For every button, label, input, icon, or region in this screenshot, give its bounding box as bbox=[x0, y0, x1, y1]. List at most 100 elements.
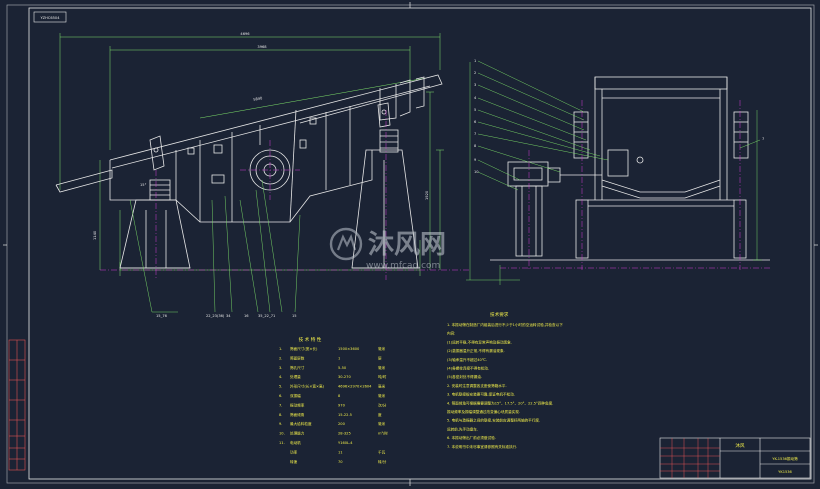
front-callout-4: 35_22_71 bbox=[258, 314, 275, 318]
spec-row-number: 1. bbox=[279, 347, 282, 351]
spec-row-value: 970 bbox=[338, 403, 346, 407]
spec-row-number: 5. bbox=[279, 385, 282, 389]
spec-row-name: 外形尺寸(长×宽×高) bbox=[290, 384, 325, 389]
side-callout-7: 7 bbox=[474, 132, 476, 136]
spec-row-name: 筛面层数 bbox=[290, 355, 305, 360]
front-callout-3: 34 bbox=[226, 314, 231, 318]
tech-requirement-line: 内容: bbox=[447, 331, 455, 336]
spec-row-unit: 毫米 bbox=[378, 421, 386, 426]
front-view: 4696 3968 5840 15° 1140 1920 bbox=[55, 32, 470, 318]
tech-requirement-line: (4)各螺栓连接不得有松动. bbox=[447, 366, 489, 371]
spec-row-unit: 毫米 bbox=[378, 384, 386, 389]
spec-row-name: 处理能力 bbox=[290, 431, 305, 436]
left-revision-strip bbox=[8, 339, 26, 471]
dim-overall-length: 4696 bbox=[240, 32, 250, 36]
front-callout-1: 15_76 bbox=[156, 314, 168, 318]
dim-incline-angle: 15° bbox=[140, 183, 147, 187]
stamp-code-text: YZHC6504 bbox=[40, 16, 60, 20]
tech-requirement-line: 7. 本说明书中未尽事宜请参照有关标准执行. bbox=[447, 444, 517, 449]
spec-row-name: 双振幅 bbox=[290, 393, 301, 398]
spec-row-value: 11 bbox=[338, 450, 343, 454]
spec-row-value: 1 bbox=[338, 356, 340, 360]
tech-requirements: 技术要求 1. 本振动筛在制造厂内组装后进行不少于1小时的空运转试验,并检查以下… bbox=[447, 311, 563, 449]
front-view-centerlines bbox=[100, 110, 470, 280]
tech-requirement-line: 2. 安装时注意调整各支座使筛箱水平. bbox=[447, 383, 507, 388]
spec-row-name: 最大给料粒度 bbox=[290, 421, 312, 426]
spec-row-value: 28-325 bbox=[338, 432, 351, 436]
tech-requirement-line: 5. 电机与激振器之间的联接,安装前应调整好两轴的平行度. bbox=[447, 418, 540, 423]
watermark-logo-icon bbox=[329, 227, 363, 261]
tech-requirement-line: (5)各密封处不得漏油. bbox=[447, 374, 482, 379]
side-callout-right: 7 bbox=[762, 137, 764, 141]
side-callout-1: 1 bbox=[474, 59, 476, 63]
tech-requirement-line: 4. 筛面倾角可根据需要调整为15°、17.5°、20°、22.5°四种角度. bbox=[447, 400, 553, 405]
title-block-company: 沐风 bbox=[735, 442, 745, 449]
side-callout-8: 8 bbox=[474, 144, 477, 148]
front-callout-6: 15 bbox=[292, 314, 297, 318]
spec-row-unit: 度 bbox=[378, 412, 382, 417]
dim-left-height: 1140 bbox=[93, 230, 97, 240]
spec-row-number: 8. bbox=[279, 413, 282, 417]
side-callout-9: 9 bbox=[474, 158, 477, 162]
spec-row-value: 15-22.5 bbox=[338, 413, 352, 417]
spec-row-value: 200 bbox=[338, 422, 346, 426]
tech-requirement-line: (2)激振器温升正常,不得有漏油现象. bbox=[447, 348, 505, 353]
spec-row-value: 30-270 bbox=[338, 375, 351, 379]
spec-row-unit: m³/时 bbox=[378, 431, 388, 436]
spec-row-unit: 次/分 bbox=[378, 402, 387, 407]
side-view: 1 2 3 4 5 6 7 8 9 10 7 bbox=[466, 59, 770, 285]
spec-row-name: 处理量 bbox=[290, 374, 301, 379]
side-view-centerlines bbox=[500, 100, 770, 270]
spec-row-unit: 千瓦 bbox=[378, 449, 386, 454]
spec-row-unit: 转/分 bbox=[378, 459, 387, 464]
spec-row-number: 9. bbox=[279, 422, 282, 426]
dim-right-height: 1920 bbox=[425, 190, 429, 200]
spec-row-name: 功率 bbox=[290, 449, 298, 454]
spec-row-name: 筛面尺寸(宽×长) bbox=[290, 346, 318, 351]
tech-requirement-line: 振动频率及振幅调整通过改变偏心块质量实现. bbox=[447, 409, 520, 414]
spec-row-name: 筛面倾角 bbox=[290, 412, 305, 417]
spec-row-number: 2. bbox=[279, 356, 282, 360]
spec-row-value: 1500×3600 bbox=[338, 347, 360, 351]
tech-requirement-line: 1. 本振动筛在制造厂内组装后进行不少于1小时的空运转试验,并检查以下 bbox=[447, 322, 563, 327]
side-callout-5: 5 bbox=[474, 108, 476, 112]
spec-row-value: Y160L-4 bbox=[338, 441, 353, 445]
watermark-url: www.mfcad.com bbox=[366, 261, 440, 271]
title-block-drawing-number: YK1536 bbox=[778, 470, 792, 474]
spec-row-name: 筛孔尺寸 bbox=[290, 365, 305, 370]
spec-row-unit: 毫米 bbox=[378, 365, 386, 370]
spec-row-number: 4. bbox=[279, 375, 282, 379]
spec-row-number: 3. bbox=[279, 366, 282, 370]
spec-row-unit: 层 bbox=[378, 355, 382, 360]
side-callout-10: 10 bbox=[474, 170, 479, 174]
side-callout-4: 4 bbox=[474, 96, 477, 100]
front-callout-2: 22_23(36) bbox=[206, 314, 225, 318]
front-callout-5: 16 bbox=[244, 314, 249, 318]
side-callout-3: 3 bbox=[474, 83, 476, 87]
title-block-drawing-title: YK-1536振动筛 bbox=[772, 456, 798, 461]
tech-requirement-line: 6. 本振动筛出厂前必须做试验. bbox=[447, 435, 496, 440]
spec-row-value: 70 bbox=[338, 460, 343, 464]
left-support bbox=[119, 199, 191, 269]
spec-row-number: 6. bbox=[279, 394, 282, 398]
spec-row-unit: 毫米 bbox=[378, 346, 386, 351]
spec-row-value: 5-50 bbox=[338, 366, 347, 370]
tech-requirement-line: (3)轴承温升不超过40℃. bbox=[447, 357, 487, 362]
side-view-dimensions bbox=[466, 60, 762, 285]
screen-box bbox=[55, 74, 443, 223]
spec-row-unit: 吨/时 bbox=[378, 374, 387, 379]
watermark-brand: 沐风网 bbox=[368, 230, 446, 260]
spec-row-name: 电动机 bbox=[290, 440, 301, 445]
spec-row-name: 振动频率 bbox=[290, 402, 305, 407]
tech-requirement-line: (1)运转平稳,不得有异常声响及振动现象. bbox=[447, 339, 512, 344]
side-callout-2: 2 bbox=[474, 71, 476, 75]
spec-row-name: 转速 bbox=[290, 459, 298, 464]
spec-row-number: 11. bbox=[279, 441, 285, 445]
tech-requirements-title: 技术要求 bbox=[490, 311, 509, 318]
spec-row-number: 7. bbox=[279, 403, 282, 407]
spec-table-title: 技 术 特 性 bbox=[299, 336, 322, 343]
spec-row-number: 10. bbox=[279, 432, 285, 436]
front-view-leaders bbox=[129, 179, 301, 313]
